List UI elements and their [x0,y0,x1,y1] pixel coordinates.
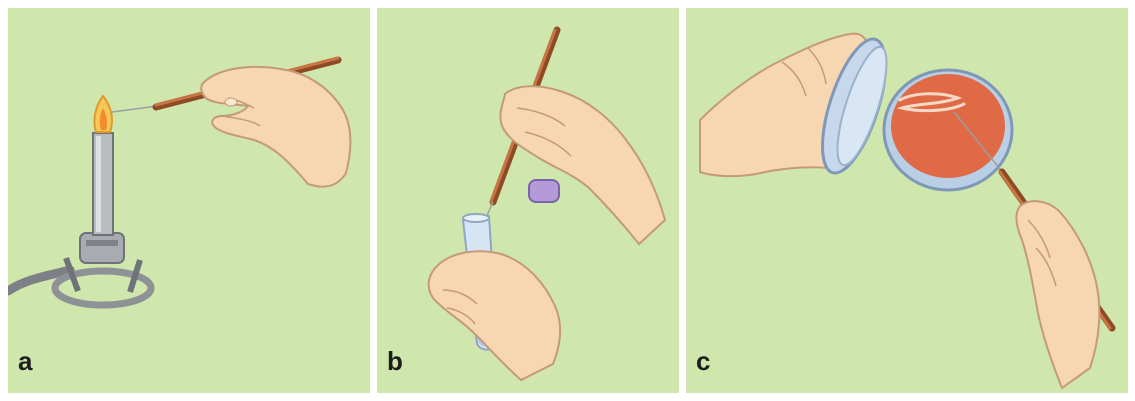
burner-collar [80,233,124,263]
tube-opening [463,214,489,222]
panel-a: a [8,8,370,393]
panel-c-illustration [686,8,1128,393]
agar-plate [891,74,1005,178]
burner-highlight [96,136,101,232]
panel-b-illustration [377,8,679,393]
panel-label-c: c [696,346,710,377]
lower-hand [429,251,560,380]
right-hand [1016,201,1099,388]
tube-cap [529,180,559,202]
loop-wire [112,106,158,112]
panel-a-illustration [8,8,370,393]
panel-label-a: a [18,346,32,377]
hand [201,67,350,187]
panel-label-b: b [387,346,403,377]
burner-air-vent [86,240,118,246]
panel-c: c [686,8,1128,393]
fingernail [225,98,237,106]
panel-b: b [377,8,679,393]
